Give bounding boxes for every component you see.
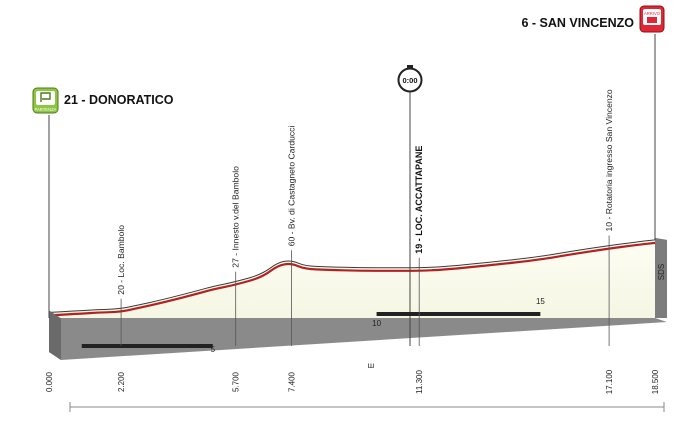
km-scale: 5 10 15 [81,297,545,354]
finish-label: 6 - SAN VINCENZO [521,16,634,30]
length-marker: ш [368,361,374,370]
waypoint-km-label: 11.300 [415,370,424,394]
finish-side-label: SDS [657,264,666,280]
km-marker: 10 [372,319,381,328]
km-marker: 5 [211,345,216,354]
road-line [48,241,656,317]
waypoint-name: 20 - Loc. Bambolo [116,225,126,295]
waypoint-km-label: 18.500 [651,369,660,394]
distance-axis: ш [69,361,665,412]
waypoint-km-label: 0.000 [45,371,54,392]
stopwatch-label: 0:00 [402,76,417,85]
stopwatch-icon: 0:00 [397,65,423,93]
finish-badge-text: ARRIVO [644,11,661,16]
waypoint-km-label: 5.700 [232,371,241,392]
start-badge-text: PARTENZA [35,107,57,112]
waypoint-km-label: 2.200 [117,371,126,392]
waypoint-name: 19 - LOC. ACCATTAPANE [414,146,424,254]
start-label: 21 - DONORATICO [64,93,174,107]
profile-outline [48,239,656,313]
waypoint-km-label: 17.100 [605,369,614,394]
start-flag-icon [40,92,51,102]
finish-camera-icon [647,17,657,23]
km-marker: 15 [536,297,545,306]
finish-badge: ARRIVO [639,5,665,33]
terrain-base [49,318,667,360]
waypoint-name: 10 - Rotatoria ingresso San Vincenzo [604,89,614,231]
stopwatch-body [397,67,423,93]
scale-segment [81,344,213,348]
scale-segment [376,312,541,316]
waypoint-name: 60 - Bv. di Castagneto Carducci [286,126,296,247]
start-badge: PARTENZA [32,87,59,114]
terrain-side-face [49,310,61,360]
waypoint-name: 27 - Innesto v.del Bambolo [231,166,241,268]
stopwatch-crown [407,65,413,69]
terrain-group [48,237,667,360]
terrain-fill [49,239,655,318]
waypoint-km-label: 7.400 [287,371,296,392]
waypoint-group: 0.000 2.200 20 - Loc. Bambolo 5.700 27 - Inn… [45,89,660,394]
